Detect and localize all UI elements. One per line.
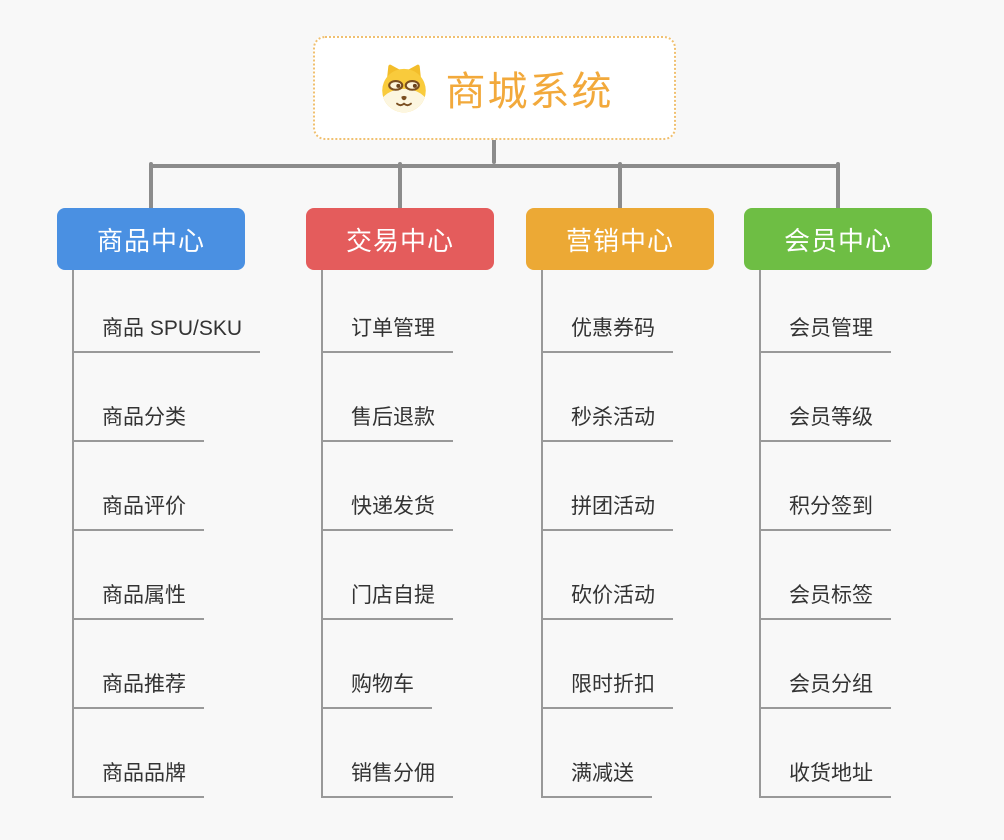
leaf-node[interactable]: 限时折扣 [543, 668, 673, 709]
leaf-node[interactable]: 砍价活动 [543, 579, 673, 620]
leaf-node[interactable]: 商品评价 [74, 490, 204, 531]
leaf-node[interactable]: 优惠券码 [543, 312, 673, 353]
doge-icon [376, 61, 432, 115]
leaf-node[interactable]: 商品 SPU/SKU [74, 312, 261, 353]
leaf-node[interactable]: 会员分组 [761, 668, 891, 709]
leaf-node[interactable]: 会员标签 [761, 579, 891, 620]
branch-column-product: 商品中心 商品 SPU/SKU 商品分类 商品评价 商品属性 商品推荐 商品品牌 [57, 208, 261, 798]
leaf-node[interactable]: 收货地址 [761, 757, 891, 798]
leaf-node[interactable]: 门店自提 [323, 579, 453, 620]
leaf-node[interactable]: 商品推荐 [74, 668, 204, 709]
leaf-node[interactable]: 售后退款 [323, 401, 453, 442]
leaf-node[interactable]: 订单管理 [323, 312, 453, 353]
branch-column-trade: 交易中心 订单管理 售后退款 快递发货 门店自提 购物车 销售分佣 [306, 208, 494, 798]
leaf-node[interactable]: 秒杀活动 [543, 401, 673, 442]
leaf-node[interactable]: 拼团活动 [543, 490, 673, 531]
leaf-node[interactable]: 购物车 [323, 668, 432, 709]
branch-node-marketing[interactable]: 营销中心 [526, 208, 714, 270]
branch-column-member: 会员中心 会员管理 会员等级 积分签到 会员标签 会员分组 收货地址 [744, 208, 932, 798]
leaf-node[interactable]: 商品分类 [74, 401, 204, 442]
branch-children: 优惠券码 秒杀活动 拼团活动 砍价活动 限时折扣 满减送 [541, 270, 673, 798]
root-node[interactable]: 商城系统 [313, 36, 676, 140]
leaf-node[interactable]: 积分签到 [761, 490, 891, 531]
branch-children: 订单管理 售后退款 快递发货 门店自提 购物车 销售分佣 [321, 270, 453, 798]
branch-column-marketing: 营销中心 优惠券码 秒杀活动 拼团活动 砍价活动 限时折扣 满减送 [526, 208, 714, 798]
branch-node-trade[interactable]: 交易中心 [306, 208, 494, 270]
branch-children: 商品 SPU/SKU 商品分类 商品评价 商品属性 商品推荐 商品品牌 [72, 270, 261, 798]
leaf-node[interactable]: 快递发货 [323, 490, 453, 531]
root-title: 商城系统 [445, 70, 614, 114]
leaf-node[interactable]: 会员等级 [761, 401, 891, 442]
leaf-node[interactable]: 商品品牌 [74, 757, 204, 798]
branch-children: 会员管理 会员等级 积分签到 会员标签 会员分组 收货地址 [759, 270, 891, 798]
leaf-node[interactable]: 商品属性 [74, 579, 204, 620]
leaf-node[interactable]: 销售分佣 [323, 757, 453, 798]
leaf-node[interactable]: 会员管理 [761, 312, 891, 353]
branch-node-member[interactable]: 会员中心 [744, 208, 932, 270]
branch-node-product[interactable]: 商品中心 [57, 208, 245, 270]
leaf-node[interactable]: 满减送 [543, 757, 652, 798]
